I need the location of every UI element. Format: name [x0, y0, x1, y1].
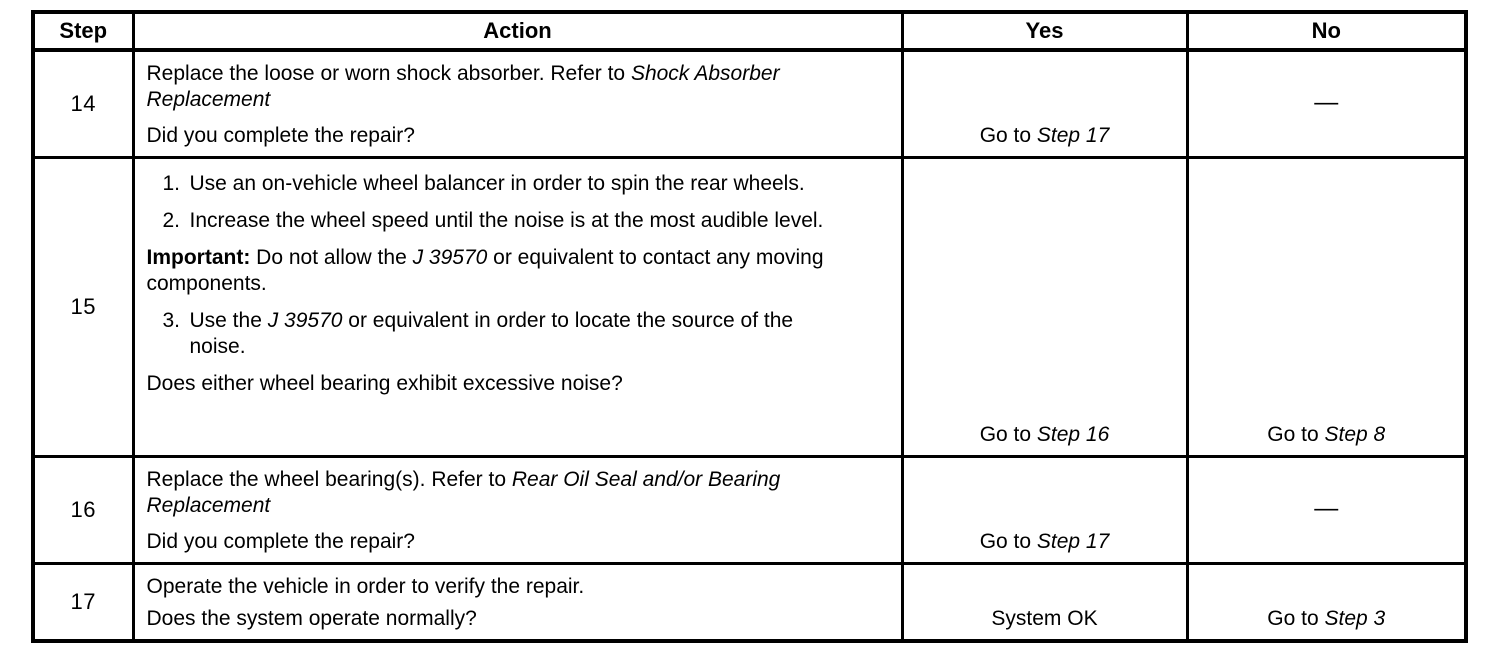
important-text-cont: or equivalent to contact any moving comp…: [146, 246, 824, 295]
goto-step-ref: Step 3: [1324, 607, 1386, 630]
action-sentence: Replace the wheel bearing(s). Refer to: [146, 468, 512, 491]
action-cell: 1. Use an on-vehicle wheel balancer in o…: [131, 156, 904, 458]
goto-text: Go to: [1267, 423, 1325, 446]
list-item-1: 1. Use an on-vehicle wheel balancer in o…: [163, 171, 889, 197]
tool-reference: J 39570: [267, 309, 343, 332]
col-header-yes: Yes: [900, 10, 1189, 52]
list-text: Use an on-vehicle wheel balancer in orde…: [189, 172, 805, 195]
em-dash: —: [1314, 88, 1339, 116]
no-cell: —: [1185, 48, 1468, 159]
no-cell: Go to Step 8: [1185, 156, 1468, 458]
goto-text: Go to: [979, 423, 1037, 446]
goto-text: Go to: [1267, 607, 1325, 630]
list-item-3: 3. Use the J 39570 or equivalent in orde…: [163, 308, 889, 360]
step-number: 15: [31, 156, 135, 458]
diagnostic-table: Step Action Yes No 14 Replace the loose …: [31, 10, 1468, 643]
goto-text: Go to: [979, 530, 1037, 553]
list-text-pre: Use the: [189, 309, 268, 332]
answer-text: System OK: [991, 607, 1098, 630]
yes-cell: Go to Step 17: [900, 455, 1189, 565]
list-item-2: 2. Increase the wheel speed until the no…: [163, 208, 889, 234]
no-cell: —: [1185, 455, 1468, 565]
list-number: 1.: [162, 172, 181, 195]
list-number: 3.: [162, 309, 181, 332]
action-cell: Replace the wheel bearing(s). Refer to R…: [131, 455, 904, 565]
action-cell: Replace the loose or worn shock absorber…: [131, 48, 904, 159]
yes-cell: Go to Step 16: [900, 156, 1189, 458]
important-text: Do not allow the: [250, 246, 413, 269]
yes-cell: Go to Step 17: [900, 48, 1189, 159]
table-row-step-14: 14 Replace the loose or worn shock absor…: [31, 48, 1468, 159]
action-text: Operate the vehicle in order to verify t…: [146, 575, 585, 598]
col-header-no: No: [1185, 10, 1468, 52]
reference-title: Shock Absorber Replacement: [146, 62, 780, 111]
goto-step-ref: Step 17: [1036, 124, 1110, 147]
col-header-step: Step: [31, 10, 135, 52]
header-row: Step Action Yes No: [31, 10, 1468, 52]
list-number: 2.: [162, 209, 181, 232]
question-text: Did you complete the repair?: [146, 124, 415, 147]
em-dash: —: [1314, 494, 1339, 522]
list-text: Use the J 39570 or equivalent in order t…: [190, 308, 845, 360]
action-sentence: Replace the loose or worn shock absorber…: [146, 62, 631, 85]
table-row-step-15: 15 1. Use an on-vehicle wheel balancer i…: [31, 156, 1468, 458]
important-label: Important:: [146, 246, 251, 269]
yes-cell: System OK: [900, 562, 1189, 643]
table-row-step-16: 16 Replace the wheel bearing(s). Refer t…: [31, 455, 1468, 565]
important-note: Important: Do not allow the J 39570 or e…: [147, 245, 859, 297]
question-text: Does the system operate normally?: [146, 607, 477, 630]
col-header-action: Action: [131, 10, 904, 52]
action-text: Replace the wheel bearing(s). Refer to R…: [147, 467, 847, 519]
step-number: 14: [31, 48, 135, 159]
question-text: Did you complete the repair?: [146, 530, 415, 553]
action-cell: Operate the vehicle in order to verify t…: [131, 562, 904, 643]
goto-step-ref: Step 8: [1324, 423, 1386, 446]
no-cell: Go to Step 3: [1185, 562, 1468, 643]
list-text-post: or equivalent in order to locate the sou…: [189, 309, 794, 358]
goto-step-ref: Step 16: [1036, 423, 1110, 446]
list-text: Increase the wheel speed until the noise…: [189, 209, 824, 232]
question-text: Does either wheel bearing exhibit excess…: [146, 372, 623, 395]
goto-text: Go to: [979, 124, 1037, 147]
table-row-step-17: 17 Operate the vehicle in order to verif…: [31, 562, 1468, 643]
step-number: 16: [31, 455, 135, 565]
reference-title: Rear Oil Seal and/or Bearing Replacement: [146, 468, 781, 517]
goto-step-ref: Step 17: [1036, 530, 1110, 553]
step-number: 17: [31, 562, 135, 643]
tool-reference: J 39570: [412, 246, 488, 269]
action-text: Replace the loose or worn shock absorber…: [147, 61, 847, 113]
